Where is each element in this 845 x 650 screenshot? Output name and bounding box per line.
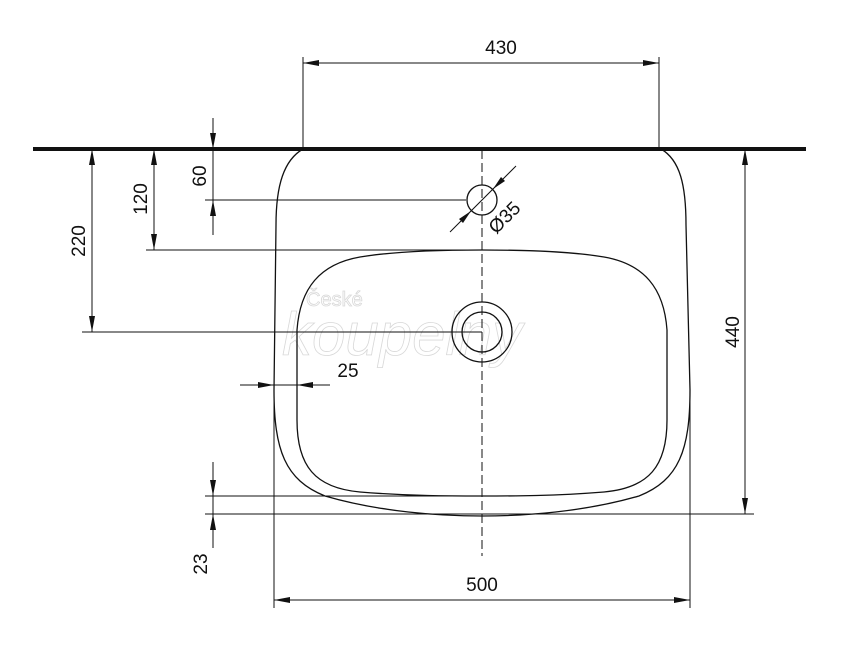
dim-440-label: 440 [723,316,744,348]
dim-220: 220 [69,149,482,333]
dim-60-label: 60 [190,165,211,186]
dim-23-label: 23 [191,553,212,574]
watermark-logo: České koupelny [282,288,527,369]
dim-hole-diameter-label: Ø35 [485,198,525,238]
dim-23: 23 [191,462,690,575]
dim-220-label: 220 [69,225,90,257]
dim-hole-diameter: Ø35 [449,165,525,238]
watermark-line2: koupelny [282,301,526,368]
dim-120: 120 [131,149,482,251]
dim-440: 440 [690,149,754,515]
dim-430-label: 430 [485,38,517,59]
watermark-line1: České [306,288,363,311]
dim-25-label: 25 [337,361,358,382]
dim-120-label: 120 [131,183,152,215]
dim-500-label: 500 [466,575,498,596]
dim-60: 60 [190,118,466,235]
dim-500: 500 [273,395,691,608]
dim-25: 25 [240,361,359,388]
dim-430: 430 [302,38,660,149]
